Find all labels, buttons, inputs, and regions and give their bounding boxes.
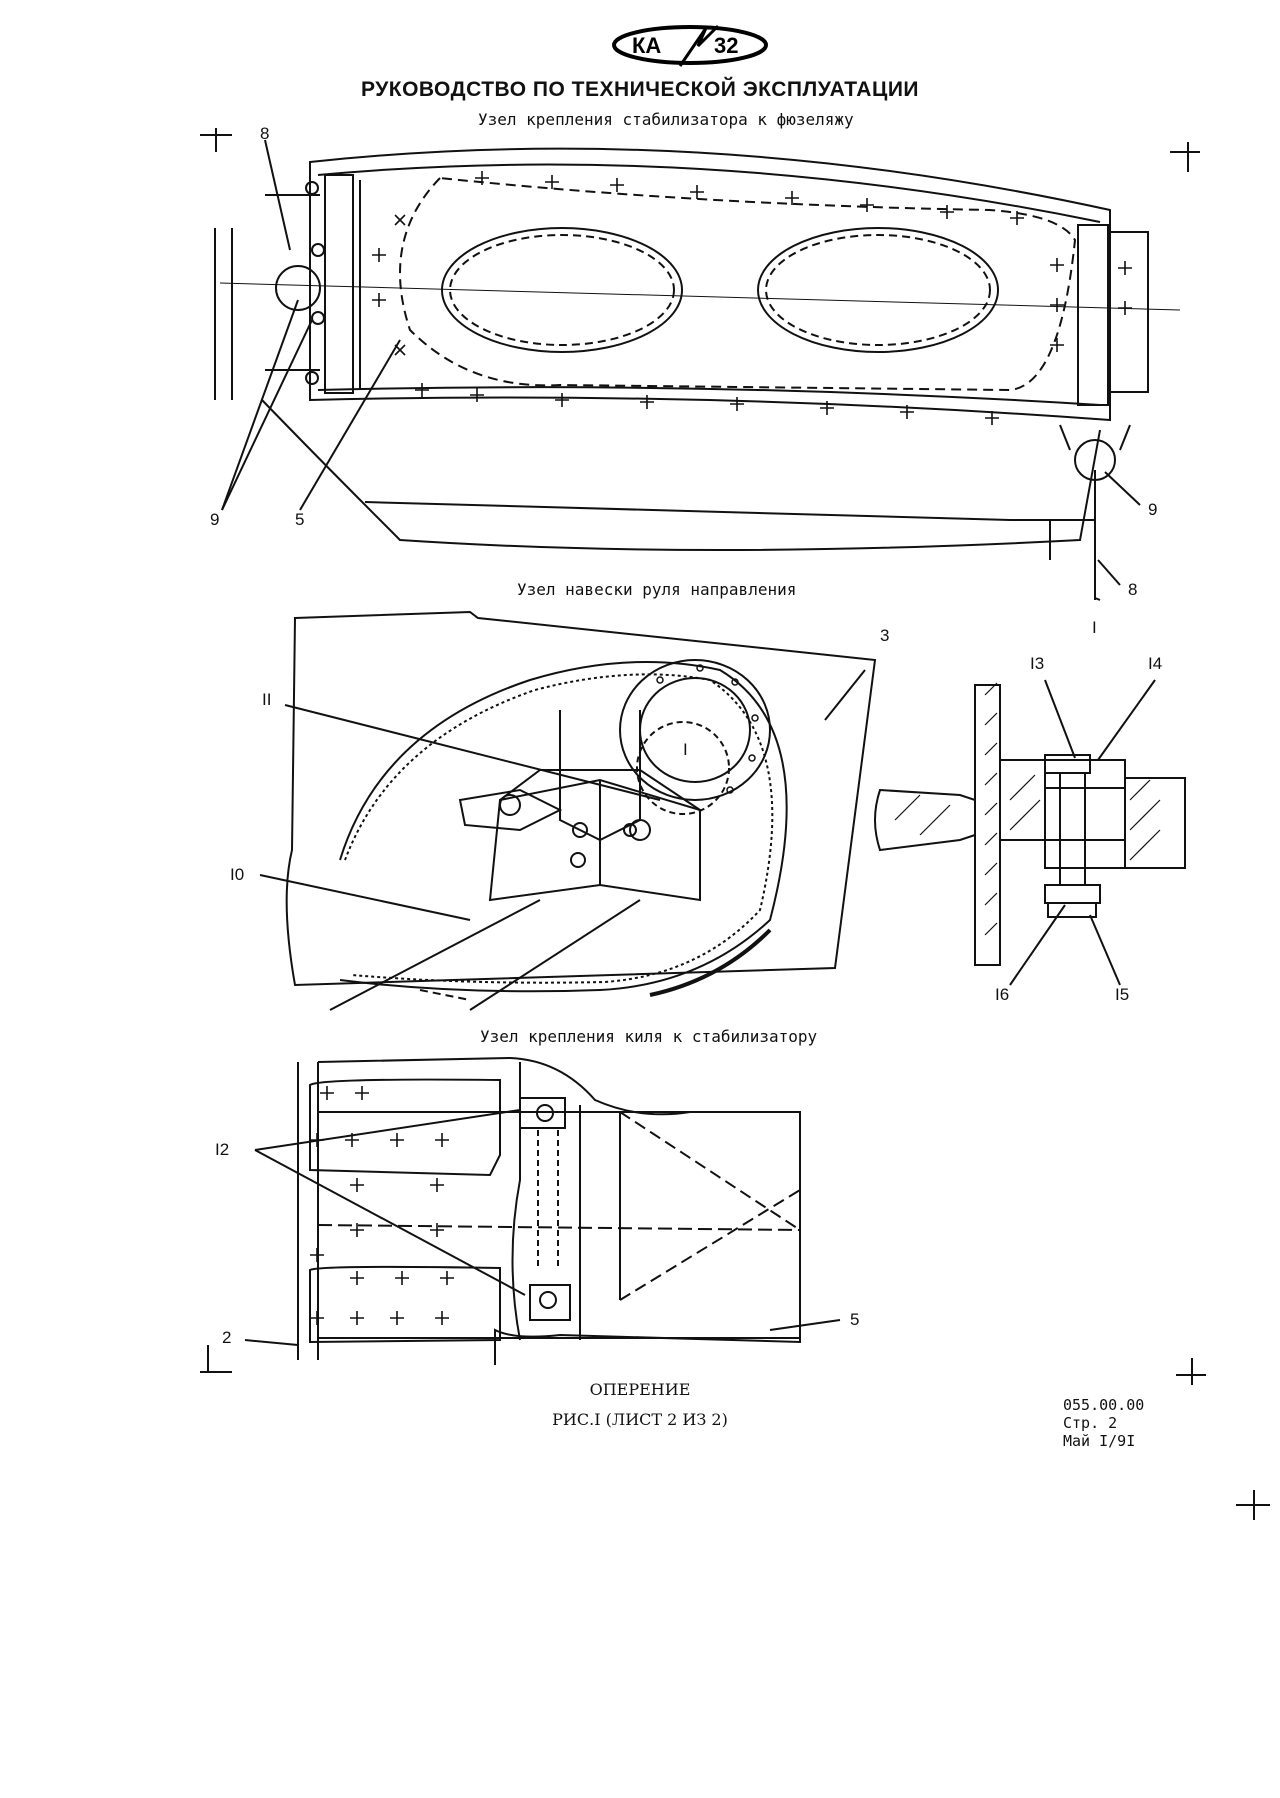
callout-5-bottom: 5 (850, 1310, 860, 1329)
logo-right-text: 32 (714, 33, 738, 58)
callout-2: 2 (222, 1328, 232, 1347)
corner-mark-top-left (200, 128, 232, 152)
callout-8-right: 8 (1128, 580, 1138, 599)
view2-caption: Узел навески руля направления (517, 580, 797, 599)
view3-fin-attachment (244, 1056, 841, 1365)
view3-caption: Узел крепления киля к стабилизатору (480, 1027, 818, 1046)
view1-stabilizer-attachment (214, 139, 1181, 601)
callout-5-top: 5 (295, 510, 305, 529)
corner-mark-top-right (1170, 142, 1200, 172)
logo-left-text: КА (632, 33, 661, 58)
doc-number: 055.00.00 (1063, 1396, 1145, 1414)
callout-13: I3 (1030, 654, 1045, 673)
corner-mark-bottom-right (1176, 1358, 1206, 1385)
corner-mark-page (1236, 1490, 1270, 1520)
page-number: Стр. 2 (1063, 1414, 1118, 1432)
callout-15: I5 (1115, 985, 1130, 1004)
callout-14: I4 (1148, 654, 1163, 673)
callout-16: I6 (995, 985, 1010, 1004)
view2-rudder-hinge (259, 610, 1186, 1011)
manual-title: РУКОВОДСТВО ПО ТЕХНИЧЕСКОЙ ЭКСПЛУАТАЦИИ (360, 78, 920, 101)
callout-8-top: 8 (260, 124, 270, 143)
callout-12: I2 (215, 1140, 230, 1159)
figure-title: ОПЕРЕНИЕ (589, 1380, 691, 1399)
figure-number: РИС.I (ЛИСТ 2 ИЗ 2) (552, 1410, 728, 1429)
section-I-bolt (874, 679, 1186, 986)
ka32-logo: КА 32 (610, 22, 770, 68)
callout-3: 3 (880, 626, 890, 645)
callout-11: II (262, 690, 272, 709)
document-info: 055.00.00 Стр. 2 Май I/9I (1063, 1396, 1144, 1450)
callout-I-section: I (1092, 618, 1097, 637)
callout-10: I0 (230, 865, 245, 884)
callout-9-right: 9 (1148, 500, 1158, 519)
corner-mark-bottom-left (200, 1345, 232, 1373)
callout-I-detail: I (683, 740, 688, 759)
view1-caption: Узел крепления стабилизатора к фюзеляжу (478, 110, 854, 129)
callout-9-left: 9 (210, 510, 220, 529)
revision-date: Май I/9I (1063, 1432, 1136, 1450)
